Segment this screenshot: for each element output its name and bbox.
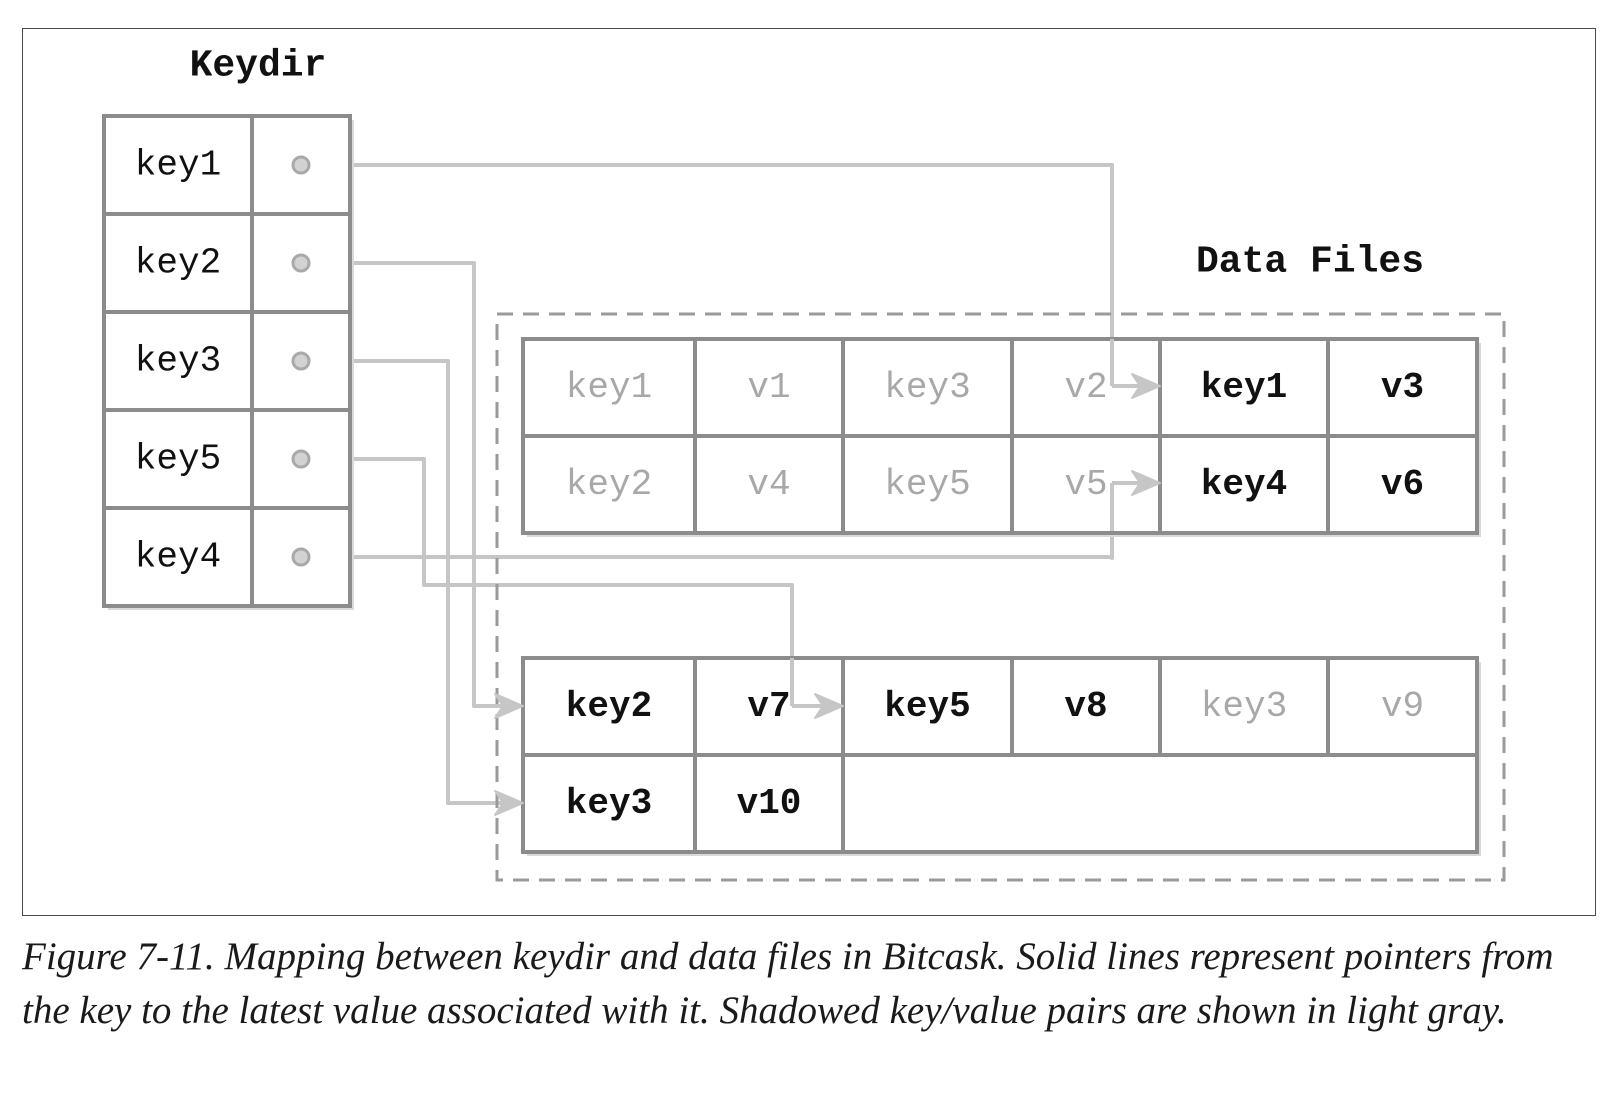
keydir-pointer-dot-key1	[291, 155, 311, 175]
keydir-title: Keydir	[190, 45, 327, 88]
pointer-key2-arrowhead	[494, 693, 524, 719]
pointer-key3-arrowhead	[494, 790, 524, 816]
pointer-key5-arrowhead	[814, 693, 844, 719]
keydir-pointer-dot-key2	[291, 253, 311, 273]
data-file-2-cell-v9-shadowed: v9	[1381, 686, 1424, 727]
data-file-1-cell-key1: key1	[1201, 367, 1287, 408]
keydir-key-key5: key5	[135, 439, 221, 480]
keydir-pointer-dot-key3	[291, 351, 311, 371]
data-file-1-cell-v5-shadowed: v5	[1064, 464, 1107, 505]
data-file-1-cell-key5-shadowed: key5	[884, 464, 970, 505]
data-files-title: Data Files	[1196, 241, 1424, 284]
data-file-2-cell-key2: key2	[566, 686, 652, 727]
data-file-1-cell-v2-shadowed: v2	[1064, 367, 1107, 408]
pointer-key1-arrowhead	[1131, 373, 1161, 399]
keydir-key-key1: key1	[135, 145, 221, 186]
data-file-2-cell-key5: key5	[884, 686, 970, 727]
data-file-2-cell-key3-shadowed: key3	[1201, 686, 1287, 727]
data-file-1-cell-key3-shadowed: key3	[884, 367, 970, 408]
data-file-2-cell-key3: key3	[566, 783, 652, 824]
data-file-2-cell-v7: v7	[747, 686, 790, 727]
keydir-key-key4: key4	[135, 537, 221, 578]
pointer-key4-arrowhead	[1131, 470, 1161, 496]
keydir-pointer-dot-key5	[291, 449, 311, 469]
keydir-pointer-dot-key4	[291, 547, 311, 567]
data-file-2-cell-v8: v8	[1064, 686, 1107, 727]
keydir-key-key3: key3	[135, 341, 221, 382]
data-file-1-cell-v3: v3	[1381, 367, 1424, 408]
data-file-1-cell-key2-shadowed: key2	[566, 464, 652, 505]
data-file-1-cell-key4: key4	[1201, 464, 1287, 505]
pointer-key3-line	[301, 359, 523, 805]
data-files-frame	[495, 312, 1506, 882]
data-file-1-cell-v1-shadowed: v1	[747, 367, 790, 408]
keydir-key-key2: key2	[135, 243, 221, 284]
data-file-1-cell-v4-shadowed: v4	[747, 464, 790, 505]
data-file-1-cell-v6: v6	[1381, 464, 1424, 505]
data-file-1-cell-key1-shadowed: key1	[566, 367, 652, 408]
data-file-2-cell-v10: v10	[737, 783, 802, 824]
pointer-key2-line	[301, 261, 523, 708]
figure-caption: Figure 7-11. Mapping between keydir and …	[22, 935, 1554, 1032]
